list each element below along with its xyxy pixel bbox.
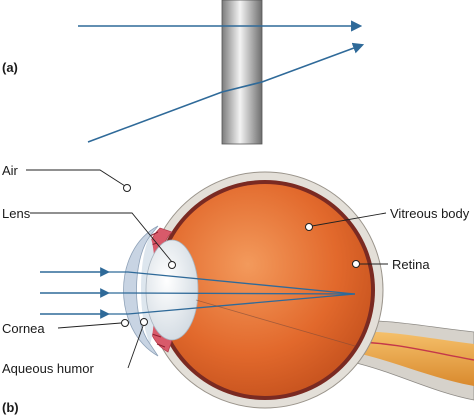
ray-faint [195,299,356,347]
panel-b-tag: (b) [2,400,19,415]
optic-nerve [352,331,474,386]
vitreous-body [159,184,371,396]
marker-cornea [121,319,129,327]
label-air: Air [2,163,19,178]
label-vitreous-body: Vitreous body [390,206,470,221]
ray-path-2 [108,292,356,295]
panel-a-tag: (a) [2,60,18,75]
leader-cornea [57,322,122,329]
ray-path-3 [108,293,356,315]
ray-refracted [87,42,365,143]
marker-retina [352,260,360,268]
cornea [123,225,159,357]
marker-aqueous [140,318,148,326]
panel-a: (a) [2,0,365,145]
panel-b: Air Lens Cornea Aqueous humor Vitreous b… [2,163,474,415]
label-aqueous-humor: Aqueous humor [2,361,94,376]
label-retina: Retina [392,257,430,272]
marker-air [123,184,131,192]
glass-slab [221,0,263,145]
leader-air [26,169,126,187]
leader-aqueous [127,325,144,369]
marker-lens [168,261,176,269]
marker-vitreous [305,223,313,231]
leader-lens [30,212,173,263]
label-cornea: Cornea [2,321,45,336]
lens [145,239,199,341]
leader-vitreous [311,212,387,227]
label-lens: Lens [2,206,31,221]
ray-path-1 [108,271,356,295]
